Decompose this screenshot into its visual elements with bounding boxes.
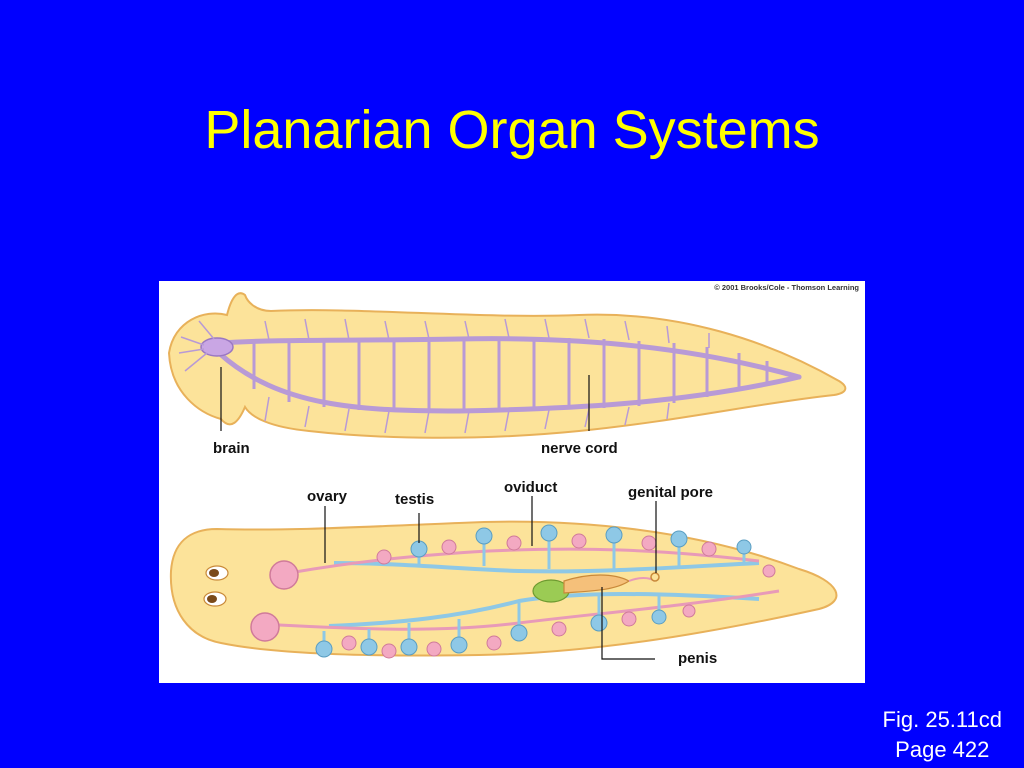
nervous-system-planarian: brain nerve cord <box>167 292 847 457</box>
planarian-body-bottom <box>169 520 838 657</box>
label-testis: testis <box>395 491 434 508</box>
label-ovary: ovary <box>307 488 348 505</box>
ovary-lower <box>250 612 280 642</box>
planarian-diagram: © 2001 Brooks/Cole - Thomson Learning <box>167 283 859 667</box>
eyespot-upper-pigment <box>209 569 219 577</box>
reproductive-system-planarian: ovary testis oviduct genital pore penis <box>169 479 838 667</box>
sperm-duct-lower <box>328 592 760 628</box>
caption-figure-number: Fig. 25.11cd <box>882 707 1002 732</box>
oviduct-upper <box>288 547 760 575</box>
planarian-body-top <box>167 292 847 439</box>
label-genital-pore: genital pore <box>628 484 713 501</box>
penis-leader <box>601 587 655 660</box>
nerve-cord-lower <box>216 350 802 414</box>
nerve-branches <box>178 318 710 434</box>
testes <box>315 524 752 658</box>
eyespot-lower-pigment <box>207 595 217 603</box>
yolk-glands <box>341 533 776 659</box>
label-penis: penis <box>678 650 717 667</box>
planarian-figure: © 2001 Brooks/Cole - Thomson Learning <box>159 281 865 683</box>
figure-caption: Fig. 25.11cd Page 422 <box>883 705 1002 765</box>
caption-page-number: Page 422 <box>895 737 990 762</box>
ovary-upper <box>269 560 299 590</box>
copyright-notice: © 2001 Brooks/Cole - Thomson Learning <box>714 283 859 292</box>
genital-pore-mark <box>650 572 660 582</box>
nerve-commissures <box>252 338 769 411</box>
slide-title: Planarian Organ Systems <box>204 100 820 160</box>
label-brain: brain <box>213 440 250 457</box>
brain-ganglion <box>200 337 234 357</box>
label-oviduct: oviduct <box>504 479 557 496</box>
penis-organ <box>563 574 631 594</box>
sperm-duct-upper <box>333 561 760 574</box>
label-nerve-cord: nerve cord <box>541 440 618 457</box>
